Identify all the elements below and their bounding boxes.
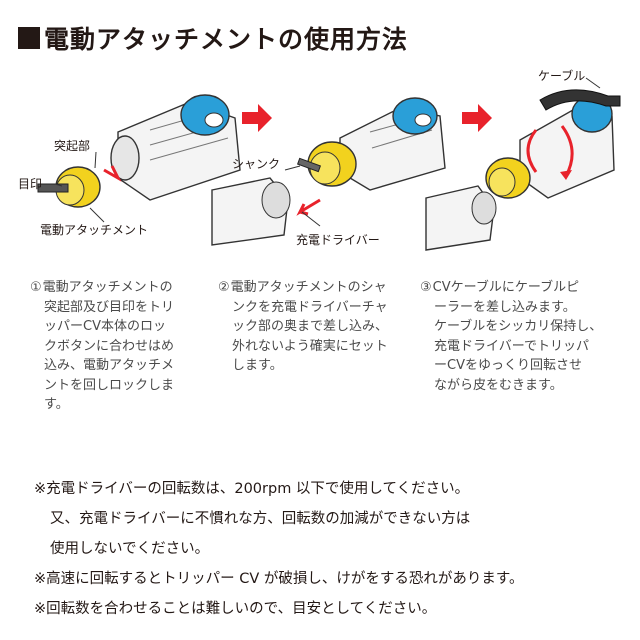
usage-illustration: 突起部 目印 電動アタッチメント シャンク 充電ドライバー — [18, 68, 621, 251]
step-1-line: ントを回しロックしま — [44, 377, 175, 393]
step-3-line: ーラーを差し込みます。 — [434, 299, 576, 315]
note-line: ※充電ドライバーの回転数は、200rpm 以下で使用してください。 — [34, 481, 470, 497]
next-arrow-2 — [462, 104, 492, 132]
note-line: ※高速に回転するとトリッパー CV が破損し、けがをする恐れがあります。 — [34, 571, 524, 587]
step-2-line: ック部の奥まで差し込み、 — [232, 319, 389, 334]
next-arrow-1 — [242, 104, 272, 132]
note-line: 使用しないでください。 — [50, 541, 210, 557]
label-mark: 目印 — [18, 177, 42, 191]
step-1-line: 突起部及び目印をトリ — [44, 299, 175, 315]
step-1-line: す。 — [44, 397, 69, 412]
note-line: 又、充電ドライバーに不慣れな方、回転数の加減ができない方は — [50, 511, 471, 527]
notes-section: ※充電ドライバーの回転数は、200rpm 以下で使用してください。 又、充電ドラ… — [34, 474, 634, 624]
label-driver: 充電ドライバー — [296, 232, 380, 247]
step-3-line: ③CVケーブルにケーブルピ — [420, 280, 580, 295]
label-shank: シャンク — [232, 157, 280, 171]
step-3-line: ケーブルをシッカリ保持し、 — [434, 319, 603, 334]
step-2-line: 外れないよう確実にセット — [232, 338, 388, 354]
step-1: ①電動アタッチメントの 突起部及び目印をトリ ッパーCV本体のロッ クボタンに合… — [30, 278, 174, 415]
step-3-line: ーCVをゆっくり回転させ — [434, 358, 582, 373]
title-text: 電動アタッチメントの使用方法 — [44, 25, 409, 54]
step-1-line: 込み、電動アタッチメ — [44, 358, 175, 373]
step-2-line: します。 — [232, 358, 283, 373]
step-1-line: クボタンに合わせはめ — [44, 338, 175, 354]
step-3: ③CVケーブルにケーブルピ ーラーを差し込みます。 ケーブルをシッカリ保持し、 … — [420, 278, 602, 395]
step-2-line: ンクを充電ドライバーチャ — [232, 299, 388, 315]
step-2-line: ②電動アタッチメントのシャ — [218, 280, 387, 295]
step-3-line: 充電ドライバーでトリッパ — [434, 338, 589, 354]
label-protrusion: 突起部 — [54, 138, 90, 153]
step2-illustration: シャンク 充電ドライバー — [211, 97, 446, 247]
label-cable: ケーブル — [538, 68, 585, 83]
step-1-line: ①電動アタッチメントの — [30, 280, 173, 295]
title-square-icon — [18, 27, 40, 49]
step-3-line: ながら皮をむきます。 — [434, 377, 563, 393]
step-1-line: ッパーCV本体のロッ — [44, 319, 166, 334]
note-line: ※回転数を合わせることは難しいので、目安としてください。 — [34, 601, 437, 617]
page-title: 電動アタッチメントの使用方法 — [18, 18, 408, 58]
step3-illustration: ケーブル — [425, 68, 621, 251]
step-2: ②電動アタッチメントのシャ ンクを充電ドライバーチャ ック部の奥まで差し込み、 … — [218, 278, 388, 376]
label-attachment: 電動アタッチメント — [40, 223, 148, 237]
step1-illustration: 突起部 目印 電動アタッチメント — [18, 94, 241, 237]
